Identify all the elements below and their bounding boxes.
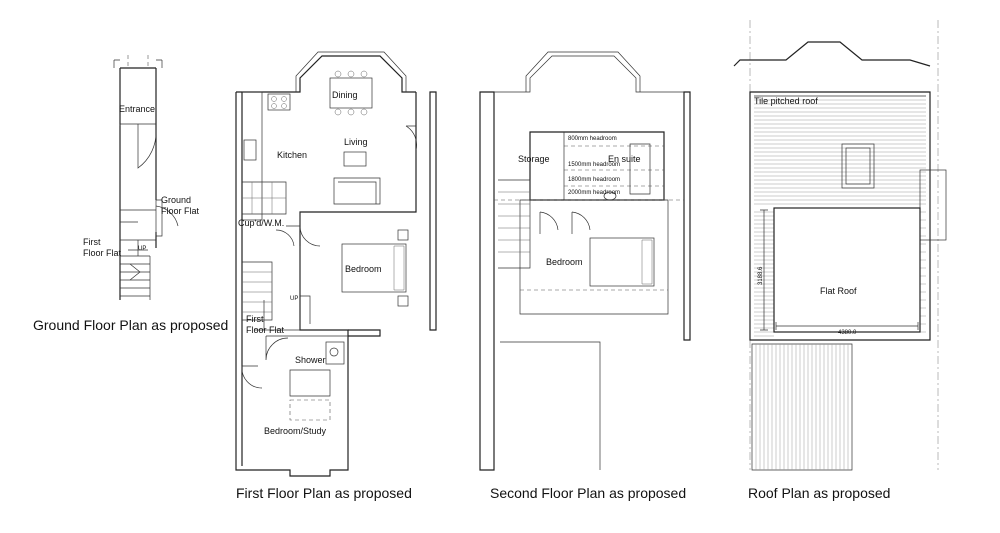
- first-coffee-table: [343, 151, 367, 167]
- roof-dim-vertical: 3188.6: [758, 266, 764, 285]
- second-headroom-2000: 2000mm headroom: [568, 190, 620, 196]
- second-headroom-1800: 1800mm headroom: [568, 177, 620, 183]
- first-bed: [341, 243, 407, 293]
- second-storage-label: Storage: [518, 154, 550, 164]
- second-bed: [589, 237, 655, 287]
- first-floor-title: First Floor Plan as proposed: [236, 485, 412, 501]
- first-sink: [243, 139, 257, 161]
- ground-flat-label-line1: Ground: [161, 195, 191, 205]
- roof-tile-hatching: [754, 99, 926, 337]
- first-dining-label: Dining: [332, 90, 358, 100]
- first-shower-label: Shower: [295, 355, 326, 365]
- ground-first-flat-label-line2: Floor Flat: [83, 248, 122, 258]
- first-dining-table: [329, 77, 373, 109]
- roof-plan-title: Roof Plan as proposed: [748, 485, 890, 501]
- roof-tile-label: Tile pitched roof: [754, 96, 818, 106]
- ground-floor-title: Ground Floor Plan as proposed: [33, 317, 228, 333]
- first-study-label: Bedroom/Study: [264, 426, 327, 436]
- first-up-label: UP: [290, 296, 298, 302]
- first-shower-drain: [329, 347, 339, 357]
- roof-flat-label: Flat Roof: [820, 286, 857, 296]
- second-bedroom-label: Bedroom: [546, 257, 583, 267]
- roof-skylight: [841, 143, 875, 189]
- ground-first-flat-label-line1: First: [83, 237, 101, 247]
- roof-chimney: [919, 169, 947, 241]
- second-floor-plan: Storage En suite Bedroom 800mm headroom …: [479, 51, 691, 471]
- first-flat-label-line2: Floor Flat: [246, 325, 285, 335]
- first-floor-plan: Dining Living Kitchen Cup'd/W.M. Bedroom…: [235, 51, 437, 477]
- ground-floor-plan: Entrance Ground Floor Flat First Floor F…: [83, 55, 200, 300]
- roof-plan: Tile pitched roof Flat Roof 3188.6 4380.…: [733, 20, 947, 471]
- first-kitchen-label: Kitchen: [277, 150, 307, 160]
- ground-flat-label-line2: Floor Flat: [161, 206, 200, 216]
- ground-up-label: UP: [138, 246, 146, 252]
- first-flat-label-line1: First: [246, 314, 264, 324]
- second-floor-title: Second Floor Plan as proposed: [490, 485, 686, 501]
- first-sofa: [333, 177, 381, 205]
- second-headroom-1500: 1500mm headroom: [568, 162, 620, 168]
- first-cupboard-label: Cup'd/W.M.: [238, 218, 284, 228]
- roof-flat-area: [773, 207, 921, 333]
- roof-dim-horizontal: 4380.0: [838, 330, 857, 336]
- second-ensuite-label: En suite: [608, 154, 641, 164]
- first-bedroom-label: Bedroom: [345, 264, 382, 274]
- second-headroom-800: 800mm headroom: [568, 136, 617, 142]
- ground-entrance-label: Entrance: [119, 104, 155, 114]
- first-hob: [267, 93, 291, 111]
- first-living-label: Living: [344, 137, 368, 147]
